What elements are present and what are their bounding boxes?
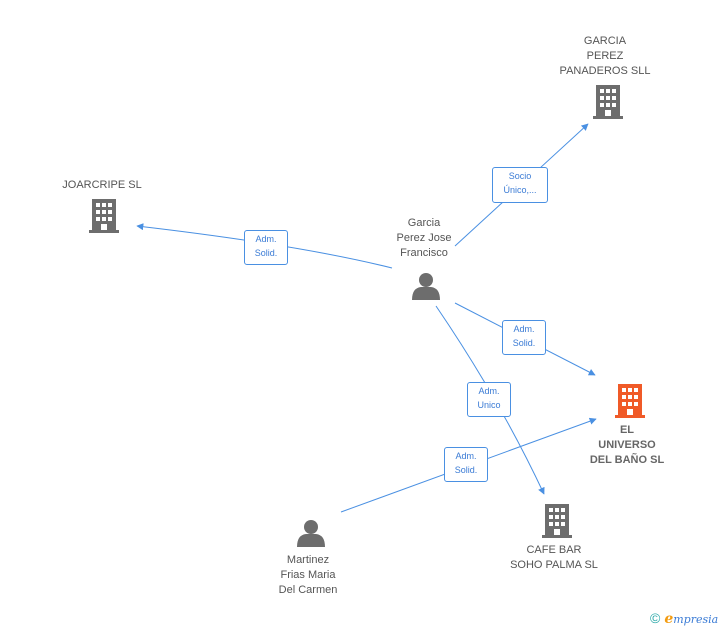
node-label-el-universo[interactable]: EL UNIVERSO DEL BAÑO SL [589,424,665,466]
person-icon[interactable] [412,273,440,300]
person-icon[interactable] [297,520,325,547]
node-label-martinez[interactable]: Martinez Frias Maria Del Carmen [278,554,338,596]
node-label-garcia-perez-panaderos[interactable]: GARCIA PEREZ PANADEROS SLL [559,35,651,77]
node-label-cafe-bar[interactable]: CAFE BAR SOHO PALMA SL [510,544,598,571]
edge-label-adm-solid-joarcripe[interactable]: Adm. Solid. [244,230,288,265]
building-icon[interactable] [615,384,645,418]
brand-footer[interactable]: ©empresia [650,610,718,627]
edge-label-adm-unico-cafe[interactable]: Adm. Unico [467,382,511,417]
copyright-icon: © [650,610,661,626]
edge-label-adm-solid-martinez[interactable]: Adm. Solid. [444,447,488,482]
building-icon[interactable] [89,199,119,233]
node-label-garcia-perez-jose[interactable]: Garcia Perez Jose Francisco [396,217,452,259]
brand-logo-initial: e [664,611,674,627]
edge-label-adm-solid-universo[interactable]: Adm. Solid. [502,320,546,355]
brand-logo-text: mpresia [673,613,719,626]
building-icon[interactable] [593,85,623,119]
edge-label-socio-unico[interactable]: Socio Único,... [492,167,548,203]
node-label-joarcripe[interactable]: JOARCRIPE SL [62,179,142,191]
building-icon[interactable] [542,504,572,538]
